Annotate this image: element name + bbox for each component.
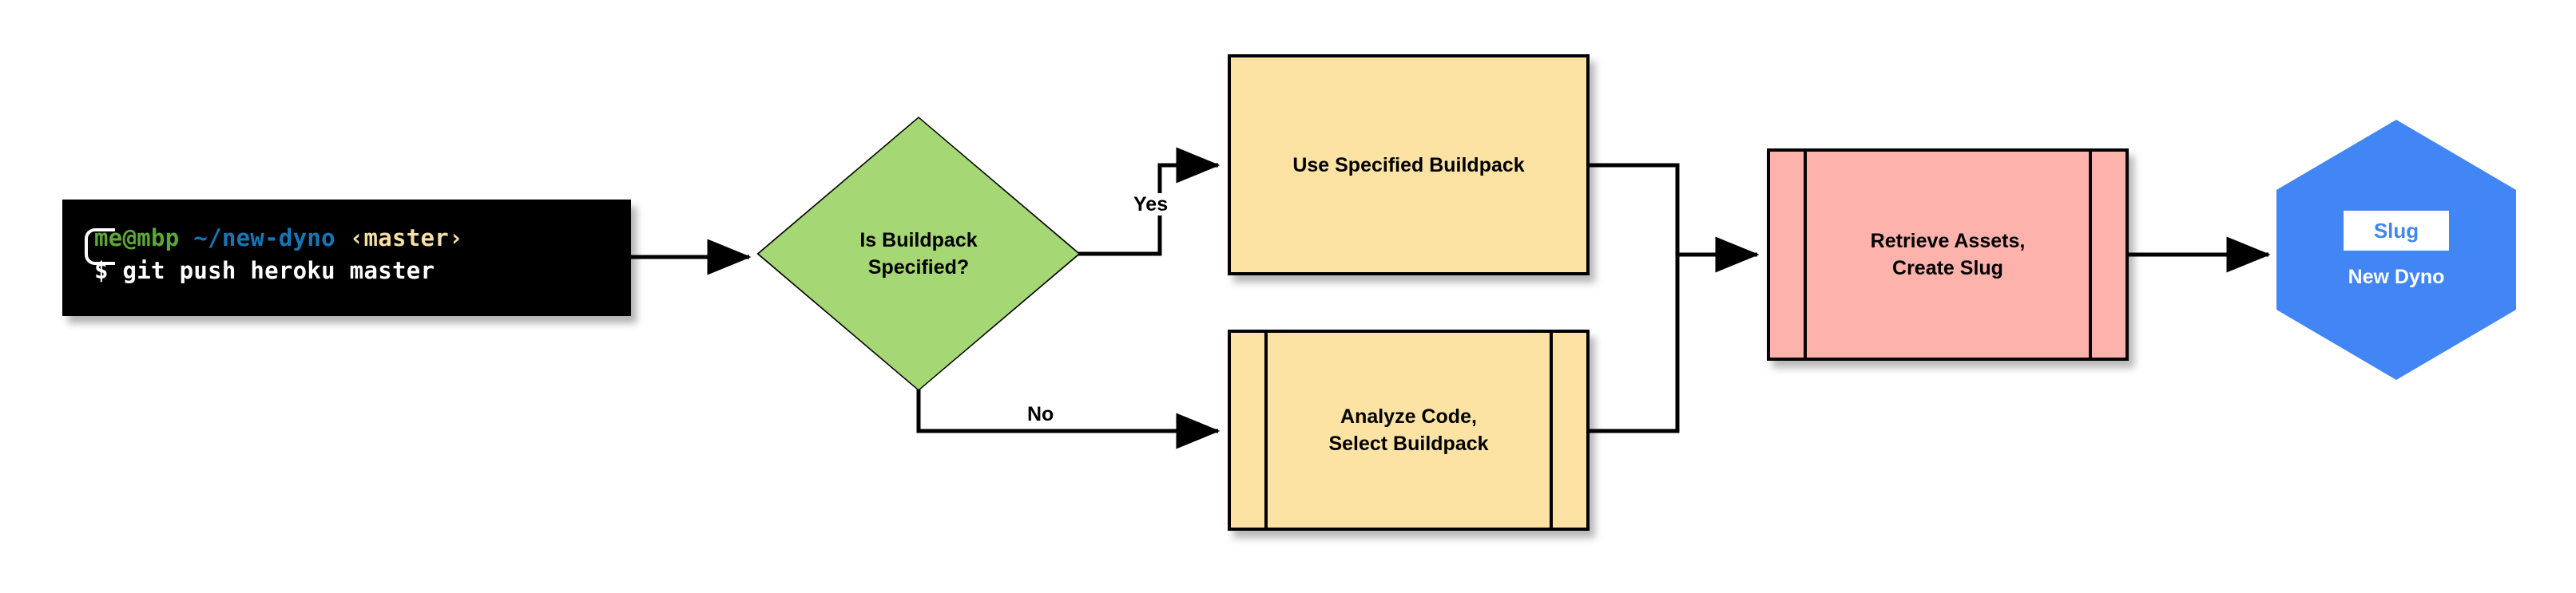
terminal-command-line: $ git push heroku master bbox=[94, 255, 625, 287]
retrieve-assets-label-line1: Retrieve Assets, bbox=[1870, 230, 2026, 252]
node-is-buildpack-specified[interactable]: Is Buildpack Specified? bbox=[759, 118, 1078, 389]
analyze-code-left-rule bbox=[1264, 330, 1268, 531]
node-new-dyno[interactable]: Slug New Dyno bbox=[2276, 120, 2516, 380]
retrieve-assets-label: Retrieve Assets, Create Slug bbox=[1871, 227, 2026, 282]
edge-use-buildpack-to-retrieve bbox=[1590, 163, 1680, 255]
terminal-prompt-line: me@mbp ~/new-dyno ‹master› bbox=[94, 222, 625, 255]
terminal-sigil: $ bbox=[94, 257, 109, 284]
node-analyze-code-select-buildpack[interactable]: Analyze Code, Select Buildpack bbox=[1228, 330, 1590, 531]
retrieve-assets-left-rule bbox=[1804, 148, 1807, 361]
new-dyno-caption: New Dyno bbox=[2348, 266, 2445, 288]
retrieve-assets-label-line2: Create Slug bbox=[1892, 257, 2003, 279]
slug-chip: Slug bbox=[2343, 211, 2450, 251]
terminal-space-2 bbox=[335, 224, 350, 251]
analyze-code-label-line1: Analyze Code, bbox=[1340, 405, 1477, 428]
analyze-code-label: Analyze Code, Select Buildpack bbox=[1328, 403, 1488, 457]
decision-label-line1: Is Buildpack bbox=[859, 229, 978, 251]
edge-analyze-code-to-retrieve bbox=[1590, 255, 1680, 433]
use-buildpack-label: Use Specified Buildpack bbox=[1292, 152, 1524, 179]
terminal-space-3 bbox=[109, 257, 123, 284]
terminal-path: ~/new-dyno bbox=[193, 224, 335, 251]
terminal-content: me@mbp ~/new-dyno ‹master› $ git push he… bbox=[94, 222, 625, 287]
use-buildpack-label-line1: Use Specified Buildpack bbox=[1292, 153, 1525, 176]
analyze-code-label-line2: Select Buildpack bbox=[1328, 433, 1489, 455]
terminal-command: git push heroku master bbox=[122, 257, 435, 284]
decision-label-line2: Specified? bbox=[867, 256, 970, 279]
prompt-bracket-icon bbox=[85, 228, 115, 265]
node-use-specified-buildpack[interactable]: Use Specified Buildpack bbox=[1228, 54, 1590, 275]
decision-label: Is Buildpack Specified? bbox=[759, 118, 1078, 389]
edge-label-no: No bbox=[1022, 403, 1059, 425]
terminal-space-1 bbox=[180, 224, 194, 251]
edge-decision-no-to-analyze-code bbox=[916, 389, 1221, 449]
retrieve-assets-right-rule bbox=[2089, 148, 2092, 361]
edge-label-yes: Yes bbox=[1129, 193, 1173, 215]
analyze-code-right-rule bbox=[1550, 330, 1553, 531]
terminal-user: me@mbp bbox=[94, 224, 180, 251]
terminal-window[interactable]: me@mbp ~/new-dyno ‹master› $ git push he… bbox=[62, 200, 631, 316]
terminal-branch: ‹master› bbox=[349, 224, 463, 251]
node-retrieve-assets-create-slug[interactable]: Retrieve Assets, Create Slug bbox=[1767, 148, 2129, 361]
new-dyno-content: Slug New Dyno bbox=[2276, 120, 2516, 380]
